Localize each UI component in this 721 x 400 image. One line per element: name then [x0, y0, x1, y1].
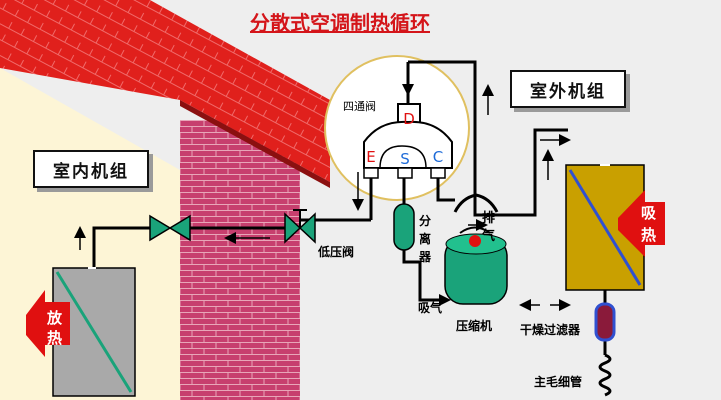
absorb-heat-label-2: 热: [641, 226, 656, 244]
four-way-valve-label: 四通阀: [343, 99, 376, 113]
port-e-label: E: [366, 148, 375, 166]
compressor-label: 压缩机: [456, 318, 492, 333]
release-heat-label-1: 放: [46, 309, 63, 327]
port-d-label: D: [403, 110, 415, 128]
diagram-title: 分散式空调制热循环: [250, 11, 430, 35]
absorb-heat-label-1: 吸: [641, 204, 657, 222]
brick-wall: [180, 120, 300, 400]
valve-icon: [149, 214, 191, 242]
drier-filter-label: 干燥过滤器: [520, 322, 581, 337]
roof: [0, 0, 330, 182]
low-pressure-valve-icon: [284, 209, 316, 244]
flow-arrows: [74, 72, 571, 311]
compressor: [444, 193, 508, 305]
release-heat-label-2: 热: [47, 329, 62, 347]
four-way-valve: [363, 103, 453, 179]
absorb-heat-arrow: [618, 190, 665, 257]
capillary-label: 主毛细管: [534, 374, 582, 389]
outdoor-unit-label: 室外机组: [510, 70, 626, 108]
separator-label-3: 器: [418, 250, 432, 264]
capillary-coil: [598, 353, 612, 397]
port-c-label: C: [433, 148, 443, 166]
port-s-label: S: [400, 150, 410, 168]
separator-label-1: 分: [419, 213, 431, 228]
discharge-label-1: 排: [482, 210, 495, 226]
roof-shade: [180, 100, 330, 188]
separator-label-2: 离: [419, 231, 431, 246]
discharge-label-2: 气: [482, 228, 495, 244]
low-pressure-valve-label: 低压阀: [317, 244, 354, 259]
separator: [393, 203, 415, 251]
indoor-unit-label: 室内机组: [33, 150, 149, 188]
suction-label: 吸气: [418, 300, 442, 315]
release-heat-arrow: [26, 290, 70, 357]
drier-filter: [594, 302, 616, 342]
